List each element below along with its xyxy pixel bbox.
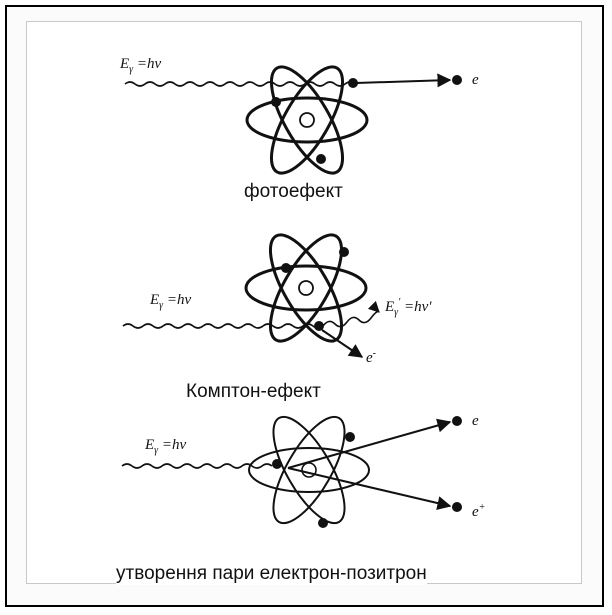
atom-3: [248, 415, 370, 525]
incoming-photon-wave: [122, 323, 324, 329]
photon-energy-label: Eγ =hν: [145, 437, 187, 456]
electron: [281, 263, 291, 273]
electron-track-arrow: [287, 418, 452, 469]
photon-energy-label: Eγ =hν: [120, 56, 162, 75]
atom-1: [245, 65, 369, 175]
free-positron: [452, 502, 462, 512]
electron: [339, 247, 349, 257]
compton-panel: [122, 233, 380, 358]
incoming-photon-wave: [124, 81, 356, 87]
scattered-photon-label: Eγ' =hν': [385, 297, 432, 318]
electron: [345, 432, 355, 442]
panel-caption: Комптон-ефект: [186, 381, 321, 403]
atom-2: [244, 233, 368, 343]
electron-label: e: [472, 413, 479, 429]
pair-production-panel: [121, 415, 462, 528]
panel-caption: фотоефект: [244, 181, 343, 203]
incoming-photon-wave: [121, 463, 273, 469]
electron: [316, 154, 326, 164]
positron-label: e+: [472, 502, 486, 520]
photoeffect-panel: [124, 65, 462, 175]
diagram-area: [26, 21, 582, 584]
scattered-photon-wave: [322, 300, 380, 328]
electron-label: e: [472, 72, 479, 88]
free-electron: [452, 416, 462, 426]
electron: [314, 321, 324, 331]
ejected-electron-arrow: [355, 73, 452, 88]
panel-caption: утворення пари електрон-позитрон: [116, 563, 427, 585]
free-electron: [452, 75, 462, 85]
electron-label: e-: [366, 348, 377, 366]
positron-track-arrow: [287, 467, 452, 510]
electron: [271, 97, 281, 107]
recoil-electron-arrow: [321, 329, 364, 358]
electron: [348, 78, 358, 88]
photon-energy-label: Eγ =hν: [150, 292, 192, 311]
electron: [272, 459, 282, 469]
electron: [318, 518, 328, 528]
